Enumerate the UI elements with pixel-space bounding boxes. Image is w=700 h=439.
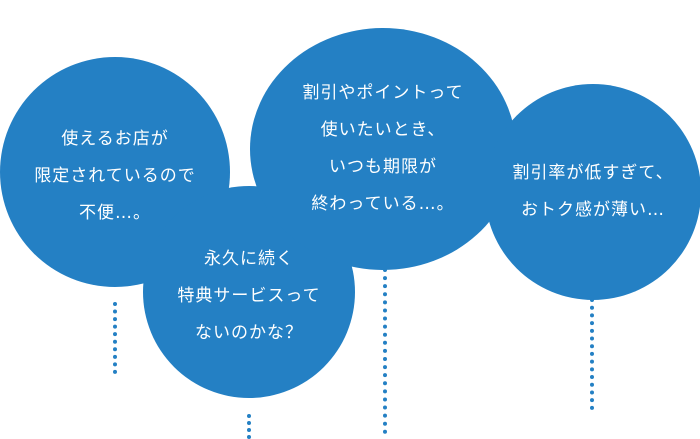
bubble-text-line: 使えるお店が — [61, 128, 169, 149]
dotted-connector — [383, 268, 391, 434]
bubble-text-line: ないのかな？ — [195, 322, 303, 343]
dotted-connector — [590, 298, 598, 410]
bubble-text-line: 割引率が低すぎて、 — [512, 163, 674, 183]
bubble-text-line: 終わっている…。 — [311, 194, 455, 214]
dotted-connector — [113, 302, 121, 374]
bubble-text-line: 限定されているので — [34, 165, 196, 186]
bubble-text-line: 特典サービスって — [177, 285, 321, 306]
dotted-connector — [247, 414, 255, 439]
bubble-text-line: 永久に続く — [204, 248, 294, 269]
bubble-text-line: おトク感が薄い… — [521, 200, 665, 220]
speech-bubble-limited-stores: 使えるお店が 限定されているので 不便…。 — [0, 57, 230, 287]
bubble-text-line: 不便…。 — [79, 202, 151, 223]
bubble-text-line: 割引やポイントって — [302, 83, 464, 103]
bubble-text-line: 使いたいとき、 — [320, 120, 446, 140]
bubble-text-line: いつも期限が — [329, 157, 437, 177]
speech-bubble-expired-points: 割引やポイントって 使いたいとき、 いつも期限が 終わっている…。 — [250, 28, 516, 270]
speech-bubble-low-discount: 割引率が低すぎて、 おトク感が薄い… — [485, 84, 700, 300]
